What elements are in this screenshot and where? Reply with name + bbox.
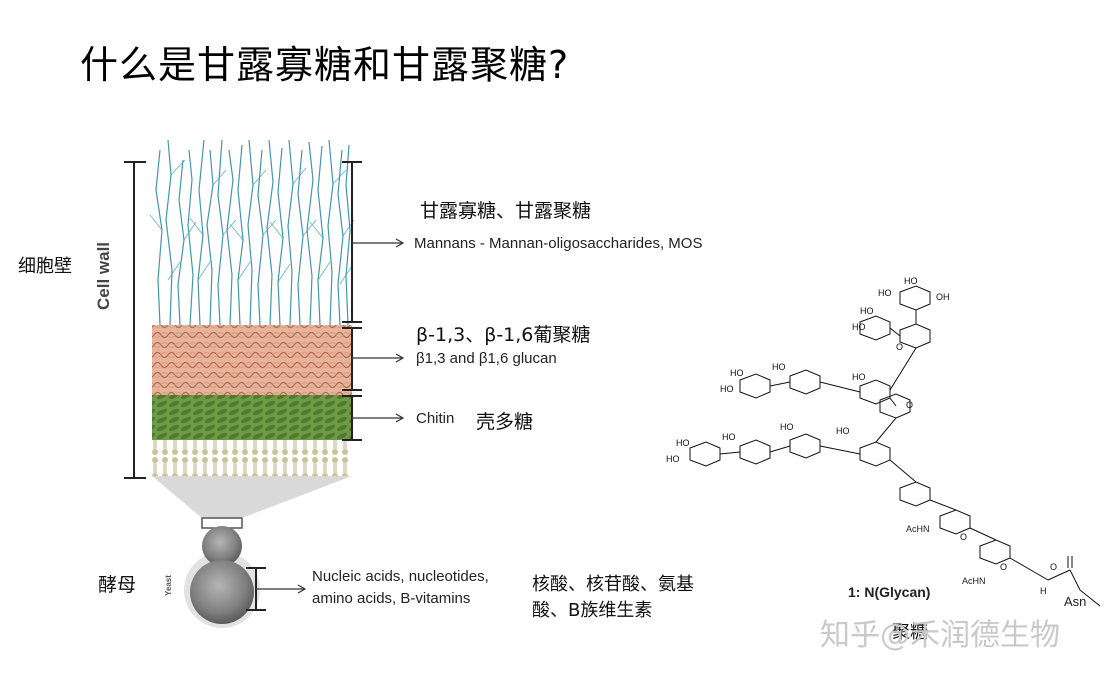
cell-wall-bracket [124, 161, 146, 479]
svg-text:HO: HO [772, 362, 786, 372]
pointer-arrows [256, 238, 405, 594]
watermark: 知乎@禾润德生物 [820, 618, 1060, 653]
svg-text:OH: OH [936, 292, 950, 302]
svg-text:HO: HO [904, 276, 918, 286]
glucan-label-en: β1,3 and β1,6 glucan [416, 350, 557, 367]
svg-text:O: O [906, 400, 913, 410]
glucan-label-cn: β-1,3、β-1,6葡聚糖 [416, 324, 591, 346]
svg-text:O: O [1000, 562, 1007, 572]
yeast-contents-cn-1: 核酸、核苷酸、氨基 [532, 574, 694, 595]
layer-brackets [246, 161, 362, 611]
yeast-label-en: Yeast [164, 575, 173, 596]
glucan-layer [152, 325, 352, 395]
chitin-label-cn: 壳多糖 [476, 411, 534, 433]
svg-text:HO: HO [852, 372, 866, 382]
svg-text:HO: HO [878, 288, 892, 298]
yeast-label-cn: 酵母 [98, 574, 137, 596]
acetyl-label-2: AcHN [962, 576, 986, 586]
chitin-label-en: Chitin [416, 410, 455, 427]
asn-label: Asn [1064, 594, 1087, 609]
mannan-label-en: Mannans - Mannan-oligosaccharides, MOS [414, 235, 703, 252]
glycan-label: 1: N(Glycan) [848, 584, 931, 600]
membrane-layer [152, 440, 352, 476]
svg-text:HO: HO [730, 368, 744, 378]
svg-text:HO: HO [676, 438, 690, 448]
svg-text:O: O [960, 532, 967, 542]
zoom-funnel [152, 476, 352, 518]
svg-text:HO: HO [836, 426, 850, 436]
svg-text:HO: HO [666, 454, 680, 464]
svg-text:HO: HO [860, 306, 874, 316]
svg-text:O: O [896, 342, 903, 352]
yeast-contents-en-1: Nucleic acids, nucleotides, [312, 568, 489, 585]
mannan-layer [149, 139, 355, 326]
svg-text:O: O [1050, 562, 1057, 572]
yeast-cell [184, 526, 260, 628]
glycan-cn-label: 聚糖 [892, 622, 928, 643]
mannan-label-cn: 甘露寡糖、甘露聚糖 [420, 200, 592, 222]
svg-text:HO: HO [720, 384, 734, 394]
yeast-contents-en-2: amino acids, B-vitamins [312, 590, 471, 607]
svg-text:HO: HO [852, 322, 866, 332]
svg-text:HO: HO [722, 432, 736, 442]
cell-wall-label-en: Cell wall [94, 241, 113, 310]
acetyl-label-1: AcHN [906, 524, 930, 534]
page-title: 什么是甘露寡糖和甘露聚糖? [80, 43, 570, 87]
yeast-contents-cn-2: 酸、B族维生素 [532, 600, 653, 621]
cell-wall-label-cn: 细胞壁 [18, 256, 72, 277]
svg-text:H: H [1040, 586, 1047, 596]
chitin-layer [152, 395, 352, 440]
svg-text:HO: HO [780, 422, 794, 432]
